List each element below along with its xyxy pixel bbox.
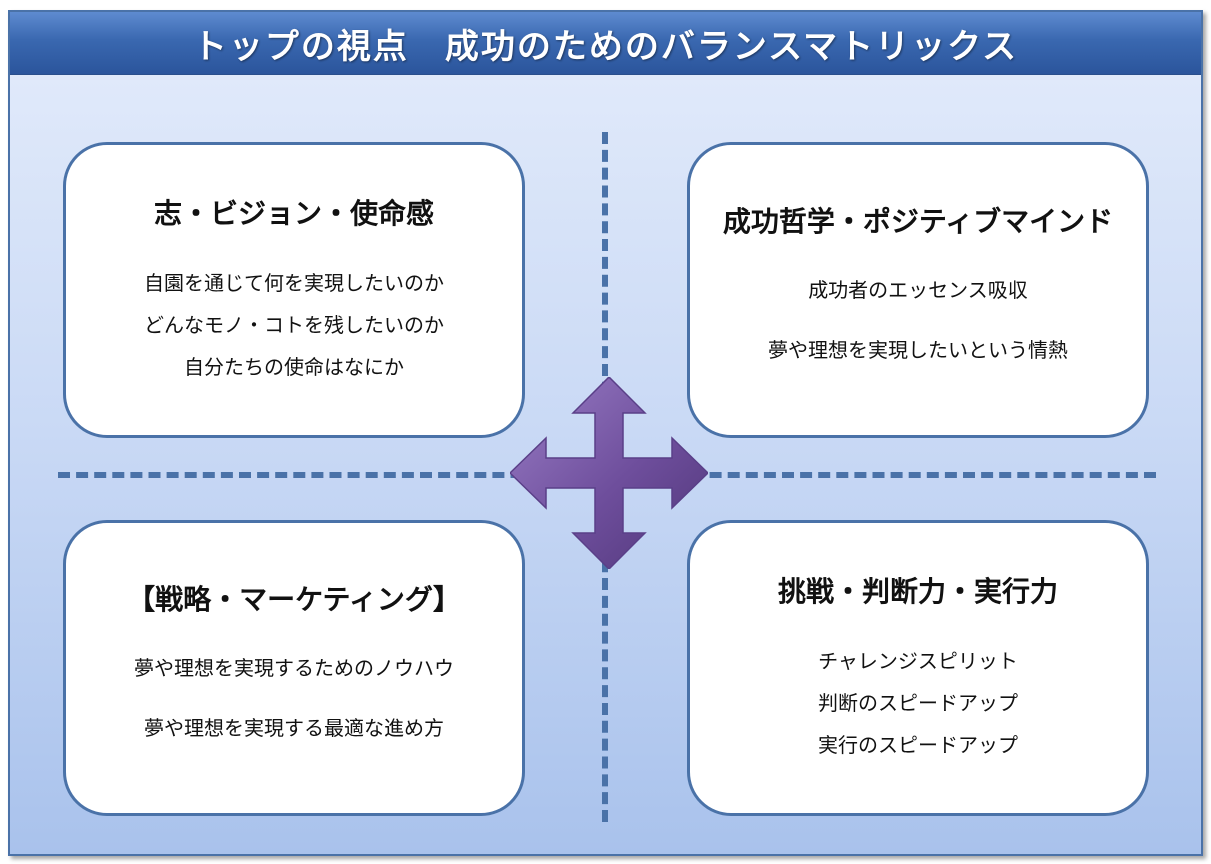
quadrant-line: 夢や理想を実現するためのノウハウ bbox=[134, 656, 454, 680]
quadrant-line: どんなモノ・コトを残したいのか bbox=[144, 313, 444, 337]
quadrant-line: 成功者のエッセンス吸収 bbox=[808, 278, 1028, 302]
quadrant-line: チャレンジスピリット bbox=[818, 649, 1018, 673]
quadrant-title: 【戦略・マーケティング】 bbox=[127, 583, 461, 616]
quadrant-line: 判断のスピードアップ bbox=[818, 691, 1018, 715]
quadrant-line: 自園を通じて何を実現したいのか bbox=[144, 271, 444, 295]
quadrant-philosophy: 成功哲学・ポジティブマインド 成功者のエッセンス吸収 夢や理想を実現したいという… bbox=[687, 142, 1149, 438]
quadrant-execution: 挑戦・判断力・実行力 チャレンジスピリット 判断のスピードアップ 実行のスピード… bbox=[687, 520, 1149, 816]
title-bar: トップの視点 成功のためのバランスマトリックス bbox=[10, 12, 1201, 75]
quadrant-title: 成功哲学・ポジティブマインド bbox=[722, 205, 1114, 238]
quadrant-line: 夢や理想を実現する最適な進め方 bbox=[144, 716, 444, 740]
quadrant-title: 志・ビジョン・使命感 bbox=[153, 197, 434, 230]
quadrant-line: 夢や理想を実現したいという情熱 bbox=[768, 338, 1068, 362]
page-title: トップの視点 成功のためのバランスマトリックス bbox=[192, 26, 1019, 67]
quadrant-title: 挑戦・判断力・実行力 bbox=[777, 575, 1058, 608]
quadrant-vision: 志・ビジョン・使命感 自園を通じて何を実現したいのか どんなモノ・コトを残したい… bbox=[63, 142, 525, 438]
quadrant-strategy: 【戦略・マーケティング】 夢や理想を実現するためのノウハウ 夢や理想を実現する最… bbox=[63, 520, 525, 816]
quadrant-line: 実行のスピードアップ bbox=[818, 733, 1018, 757]
matrix-frame: トップの視点 成功のためのバランスマトリックス 志・ビジョン・使命感 自園を通じ… bbox=[8, 10, 1203, 856]
quadrant-line: 自分たちの使命はなにか bbox=[184, 355, 404, 379]
four-way-arrow-icon bbox=[510, 377, 708, 569]
